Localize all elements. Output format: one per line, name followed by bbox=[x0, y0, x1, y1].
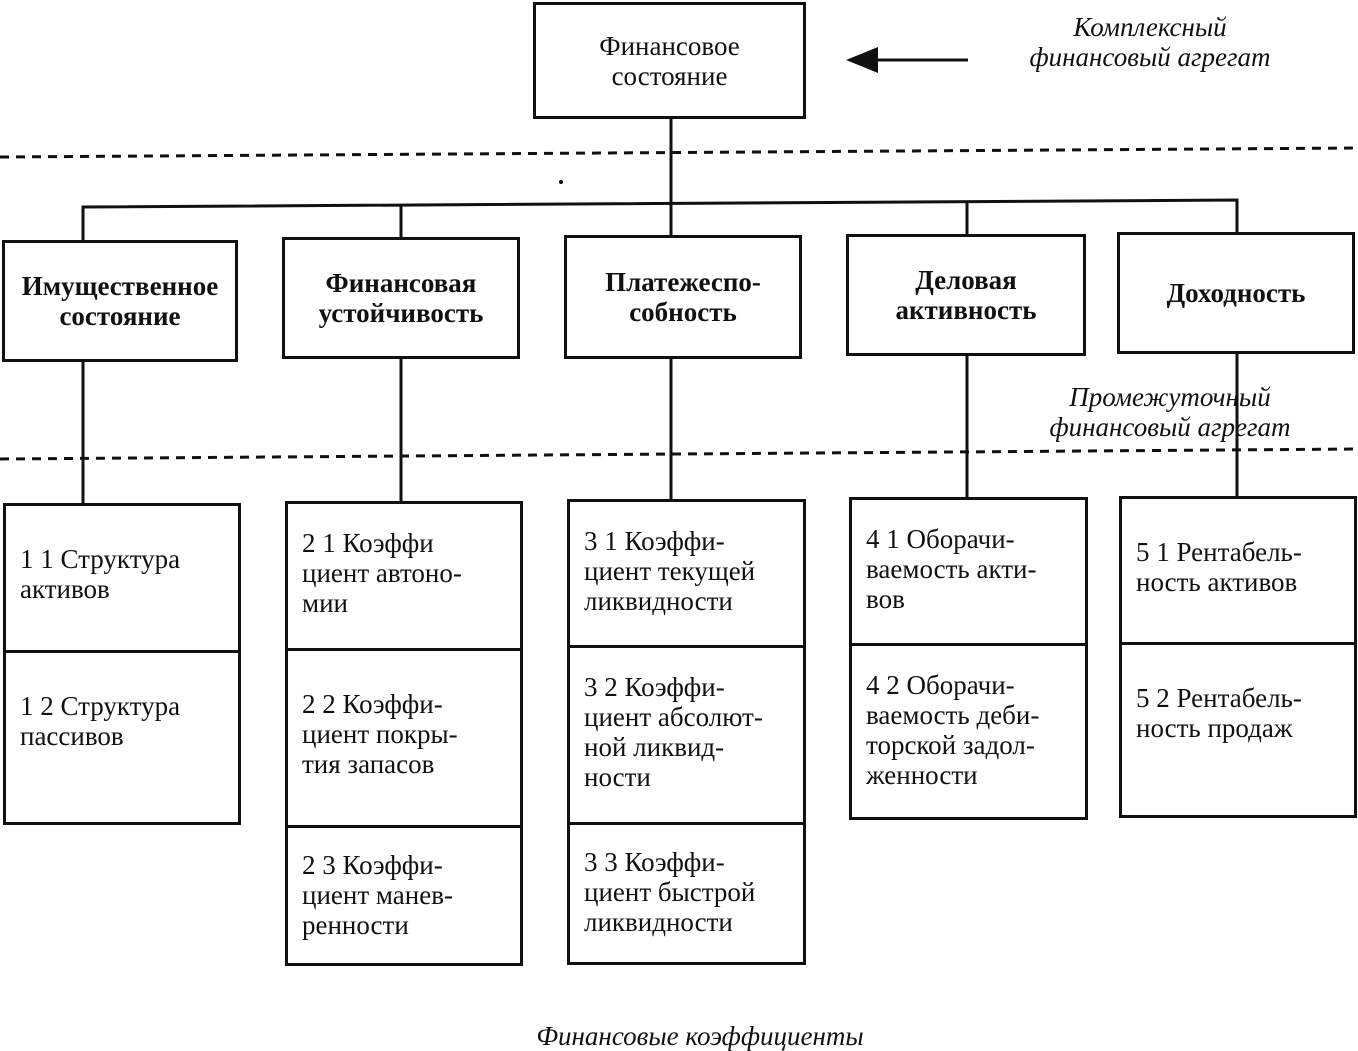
list-item: 4 1 Оборачи- ваемость акти- вов bbox=[852, 500, 1085, 643]
item-label: 2 2 Коэффи- циент покры- тия запасов bbox=[302, 689, 458, 779]
complex-aggregate-note: Комплексный финансовый агрегат bbox=[1029, 12, 1271, 72]
root-box: Финансовое состояние bbox=[533, 2, 806, 119]
item-label: 1 1 Структура активов bbox=[20, 544, 181, 604]
group-box-1: Имущественное состояние bbox=[2, 240, 238, 362]
item-label: 2 3 Коэффи- циент манев- ренности bbox=[302, 850, 453, 940]
items-box-1: 1 1 Структура активов 1 2 Структура пасс… bbox=[3, 503, 241, 825]
level-separator-top bbox=[0, 146, 1358, 159]
group-label: Финансовая устойчивость bbox=[318, 268, 484, 328]
list-item: 2 1 Коэффи циент автоно- мии bbox=[288, 504, 520, 648]
list-item: 2 2 Коэффи- циент покры- тия запасов bbox=[288, 648, 520, 825]
group-box-4: Деловая активность bbox=[846, 234, 1086, 356]
list-item: 3 1 Коэффи- циент текущей ликвидности bbox=[570, 502, 803, 645]
items-box-5: 5 1 Рентабель- ность активов 5 2 Рентабе… bbox=[1119, 496, 1357, 818]
item-label: 2 1 Коэффи циент автоно- мии bbox=[302, 528, 462, 618]
branch-bus bbox=[81, 198, 1239, 242]
speck bbox=[559, 180, 563, 184]
items-box-3: 3 1 Коэффи- циент текущей ликвидности 3 … bbox=[567, 499, 806, 965]
arrow-head bbox=[846, 47, 878, 73]
item-label: 3 3 Коэффи- циент быстрой ликвидности bbox=[584, 847, 756, 937]
group-box-5: Доходность bbox=[1117, 232, 1355, 354]
list-item: 2 3 Коэффи- циент манев- ренности bbox=[288, 825, 520, 963]
list-item: 3 2 Коэффи- циент абсолют- ной ликвид- н… bbox=[570, 645, 803, 822]
list-item: 5 1 Рентабель- ность активов bbox=[1122, 499, 1354, 642]
item-label: 3 2 Коэффи- циент абсолют- ной ликвид- н… bbox=[584, 672, 763, 792]
group-label: Платежеспо- собность bbox=[605, 267, 761, 327]
items-box-4: 4 1 Оборачи- ваемость акти- вов 4 2 Обор… bbox=[849, 497, 1088, 820]
group-label: Доходность bbox=[1166, 278, 1306, 308]
list-item: 3 3 Коэффи- циент быстрой ликвидности bbox=[570, 822, 803, 962]
level-separator-middle bbox=[0, 447, 1358, 461]
group-label: Имущественное состояние bbox=[21, 271, 219, 331]
item-label: 4 2 Оборачи- ваемость деби- торской задо… bbox=[866, 670, 1040, 790]
items-box-2: 2 1 Коэффи циент автоно- мии 2 2 Коэффи-… bbox=[285, 501, 523, 966]
item-label: 3 1 Коэффи- циент текущей ликвидности bbox=[584, 526, 756, 616]
list-item: 1 2 Структура пассивов bbox=[6, 650, 238, 822]
intermediate-aggregate-note: Промежуточный финансовый агрегат bbox=[1049, 382, 1291, 442]
item-label: 4 1 Оборачи- ваемость акти- вов bbox=[866, 524, 1037, 614]
root-label: Финансовое состояние bbox=[599, 30, 740, 91]
list-item: 5 2 Рентабель- ность продаж bbox=[1122, 642, 1354, 815]
item-label: 1 2 Структура пассивов bbox=[20, 691, 181, 751]
group-box-3: Платежеспо- собность bbox=[564, 235, 802, 359]
list-item: 4 2 Оборачи- ваемость деби- торской задо… bbox=[852, 643, 1085, 817]
item-label: 5 1 Рентабель- ность активов bbox=[1136, 537, 1302, 597]
figure-caption: Финансовые коэффициенты bbox=[536, 1021, 864, 1051]
group-box-2: Финансовая устойчивость bbox=[282, 237, 520, 359]
list-item: 1 1 Структура активов bbox=[6, 506, 238, 650]
group-label: Деловая активность bbox=[895, 265, 1037, 325]
item-label: 5 2 Рентабель- ность продаж bbox=[1136, 683, 1302, 743]
